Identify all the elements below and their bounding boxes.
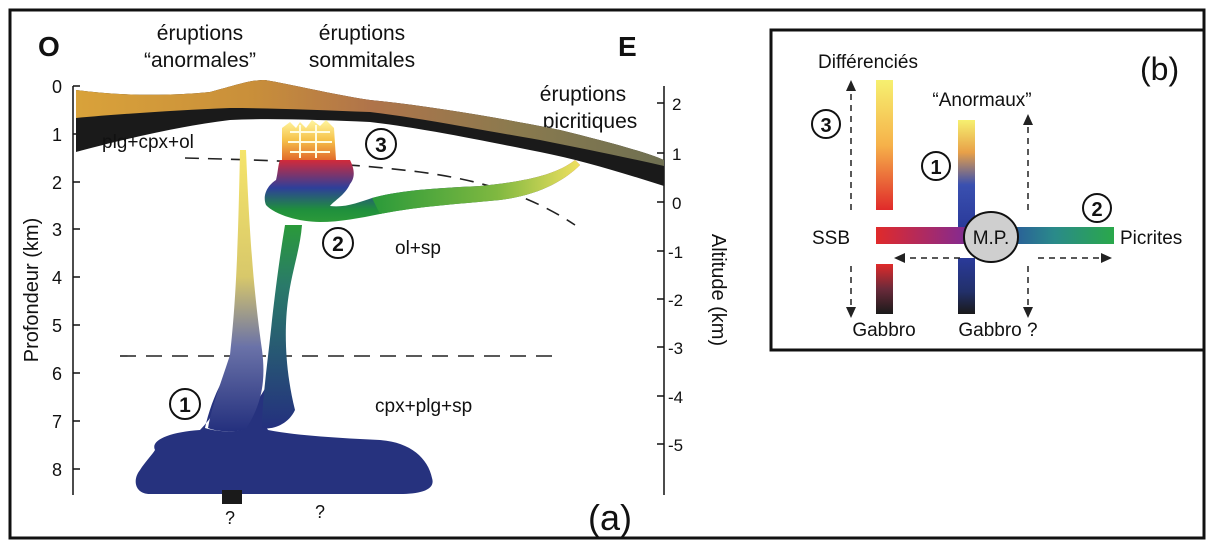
label-gabbro-right: Gabbro ? (958, 320, 1037, 341)
eruption-sommital-line1: éruptions (319, 22, 405, 45)
depth-tick-3: 3 (52, 220, 62, 240)
bar-differencies (876, 80, 893, 210)
depth-tick-8: 8 (52, 460, 62, 480)
conduit-anormal (208, 150, 264, 432)
marker-3-b: 3 (811, 109, 841, 139)
label-anormaux: “Anormaux” (932, 90, 1031, 111)
label-gabbro-left: Gabbro (852, 320, 915, 341)
marker-2-a: 2 (322, 227, 354, 259)
altitude-axis-label: Altitude (km) (707, 234, 729, 346)
depth-tick-2: 2 (52, 173, 62, 193)
altitude-tick-m3: -3 (668, 339, 683, 358)
depth-tick-7: 7 (52, 412, 62, 432)
altitude-tick-2: 2 (672, 95, 681, 114)
label-differencies: Différenciés (818, 52, 918, 73)
eruption-picrit-line1: éruptions (540, 83, 626, 106)
panel-b: (b) Différenciés “Anormaux” M.P. (769, 28, 1206, 352)
mp-node (963, 211, 1019, 263)
altitude-tick-m1: -1 (668, 243, 683, 262)
surface-colored-layer (76, 80, 664, 166)
west-label: O (38, 31, 60, 62)
unknown-right: ? (315, 502, 325, 522)
depth-tick-5: 5 (52, 316, 62, 336)
depth-tick-4: 4 (52, 268, 62, 288)
depth-tick-0: 0 (52, 77, 62, 97)
eruption-picrit-line2: picritiques (543, 110, 638, 133)
svg-text:3: 3 (375, 134, 387, 157)
assemblage-deep: cpx+plg+sp (375, 396, 472, 417)
altitude-tick-1: 1 (672, 145, 681, 164)
depth-tick-1: 1 (52, 125, 62, 145)
marker-1-a: 1 (169, 388, 201, 420)
depth-axis-label: Profondeur (km) (21, 218, 43, 363)
panel-a-letter: (a) (588, 497, 632, 538)
picritic-dike (372, 160, 580, 214)
label-ssb: SSB (812, 228, 850, 249)
marker-2-b: 2 (1082, 193, 1112, 223)
assemblage-shallow: plg+cpx+ol (102, 132, 194, 153)
svg-text:2: 2 (332, 233, 344, 256)
altitude-tick-0: 0 (672, 194, 681, 213)
eruption-anormal-line2: “anormales” (144, 49, 256, 72)
panel-b-letter: (b) (1140, 51, 1179, 87)
altitude-tick-m5: -5 (668, 436, 683, 455)
bar-anormaux (958, 120, 975, 228)
panel-a: 0 1 2 3 4 5 6 7 8 Profondeur (km) (8, 8, 1206, 540)
svg-text:1: 1 (179, 394, 191, 417)
depth-axis: 0 1 2 3 4 5 6 7 8 Profondeur (km) (21, 77, 80, 495)
unknown-left: ? (225, 508, 235, 528)
bar-gabbro-left (876, 264, 893, 314)
mp-label: M.P. (973, 228, 1010, 249)
marker-1-b: 1 (921, 151, 951, 181)
svg-text:2: 2 (1091, 199, 1102, 221)
altitude-tick-m4: -4 (668, 388, 683, 407)
summit-dikes (282, 120, 336, 160)
marker-3-a: 3 (365, 128, 397, 160)
eruption-anormal-line1: éruptions (157, 22, 243, 45)
depth-tick-6: 6 (52, 364, 62, 384)
reservoir-feeder (222, 490, 242, 504)
deep-reservoir (135, 360, 433, 494)
panel-b-frame (769, 28, 1206, 352)
label-picrites: Picrites (1120, 228, 1182, 249)
svg-text:1: 1 (930, 157, 941, 179)
east-label: E (618, 31, 637, 62)
arrowheads (846, 80, 1112, 318)
altitude-tick-m2: -2 (668, 291, 683, 310)
trend-arrows (850, 88, 1104, 310)
boundary-shallow (184, 157, 576, 226)
eruption-sommital-line2: sommitales (309, 49, 415, 72)
altitude-axis: 2 1 0 -1 -2 -3 -4 -5 Altitude (km) (657, 86, 729, 495)
bar-gabbro-right (958, 258, 975, 314)
conduit-central (262, 225, 302, 429)
svg-text:3: 3 (820, 115, 831, 137)
assemblage-mid: ol+sp (395, 238, 441, 259)
